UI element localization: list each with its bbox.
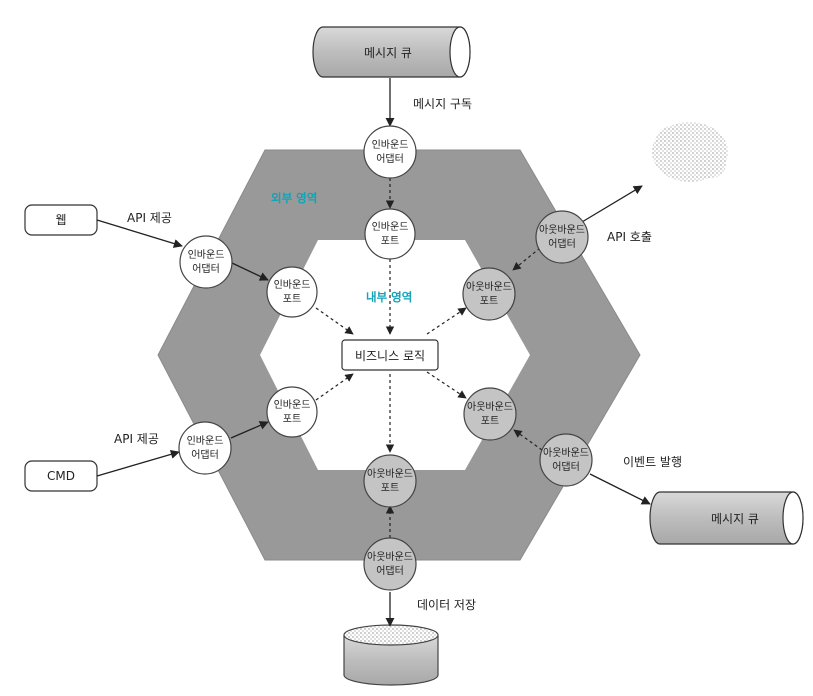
outbound-adapter-api-line1: 아웃바운드 — [539, 224, 585, 236]
outbound-adapter-db: 아웃바운드 어댑터 — [363, 537, 417, 591]
inbound-adapter-web-line2: 어댑터 — [192, 263, 220, 275]
inbound-port-left-top-line1: 인바운드 — [274, 279, 311, 291]
data-store-label: 데이터 저장 — [417, 598, 476, 612]
outbound-port-right-top-line1: 아웃바운드 — [466, 281, 512, 293]
outbound-port-bottom: 아웃바운드 포트 — [363, 454, 417, 508]
message-queue-bottom-label: 메시지 큐 — [711, 512, 759, 526]
arrow-cmd-adapter-to-port — [230, 421, 269, 439]
inbound-port-left-bottom: 인바운드 포트 — [266, 386, 318, 438]
api-provide-cmd-label: API 제공 — [114, 432, 159, 446]
inbound-port-left-top-line2: 포트 — [283, 294, 301, 305]
outbound-port-right-top-line2: 포트 — [480, 296, 498, 307]
inbound-adapter-cmd-line2: 어댑터 — [191, 449, 219, 461]
inbound-port-left-bottom-line1: 인바운드 — [274, 399, 311, 411]
inbound-adapter-top: 인바운드 어댑터 — [363, 125, 417, 179]
inbound-port-left-bottom-line2: 포트 — [283, 414, 301, 425]
web-client-box: 웹 — [24, 204, 98, 236]
api-provide-web-label: API 제공 — [127, 211, 172, 225]
inbound-port-top: 인바운드 포트 — [364, 208, 416, 260]
dash-core-to-outbound-port-right-bottom — [426, 371, 467, 399]
dash-inbound-port-left-bottom-to-core — [315, 373, 354, 401]
web-label: 웹 — [55, 213, 66, 227]
outbound-adapter-db-line2: 어댑터 — [376, 565, 404, 577]
api-call-label: API 호출 — [607, 230, 652, 244]
inbound-adapter-cmd-line1: 인바운드 — [187, 435, 224, 447]
arrow-cmd-to-inbound-adapter — [96, 449, 180, 477]
cmd-label: CMD — [47, 469, 75, 483]
outbound-adapter-api: 아웃바운드 어댑터 — [535, 210, 589, 264]
subscribe-label: 메시지 구독 — [413, 97, 472, 111]
inbound-port-top-line1: 인바운드 — [372, 221, 409, 233]
cmd-client-box: CMD — [24, 460, 98, 492]
outbound-adapter-db-line1: 아웃바운드 — [367, 551, 413, 563]
inbound-port-left-top: 인바운드 포트 — [266, 266, 318, 318]
dash-core-to-outbound-port-right-top — [426, 307, 467, 335]
outbound-port-right-bottom-line2: 포트 — [481, 416, 499, 427]
inner-region-label: 내부 영역 — [366, 290, 412, 304]
outbound-port-right-bottom: 아웃바운드 포트 — [463, 387, 517, 441]
inbound-adapter-web-line1: 인바운드 — [188, 249, 225, 261]
outer-region-label: 외부 영역 — [271, 191, 317, 205]
arrow-event-adapter-to-queue — [589, 473, 651, 505]
dash-inbound-port-left-top-to-core — [315, 307, 354, 335]
arrow-web-to-inbound-adapter — [96, 219, 183, 248]
message-queue-top-label: 메시지 큐 — [364, 46, 412, 60]
outbound-port-bottom-line2: 포트 — [381, 483, 399, 494]
cloud-icon — [652, 122, 728, 182]
inbound-adapter-cmd: 인바운드 어댑터 — [178, 421, 232, 475]
inbound-adapter-top-line2: 어댑터 — [376, 153, 404, 165]
outbound-adapter-event-line2: 어댑터 — [552, 461, 580, 473]
outbound-port-right-bottom-line1: 아웃바운드 — [467, 401, 513, 413]
business-logic-box: 비즈니스 로직 — [341, 339, 439, 371]
outbound-adapter-api-line2: 어댑터 — [548, 238, 576, 250]
business-logic-label: 비즈니스 로직 — [355, 349, 425, 363]
inbound-adapter-web: 인바운드 어댑터 — [179, 235, 233, 289]
message-queue-top: 메시지 큐 — [312, 26, 471, 78]
arrow-web-adapter-to-port — [231, 262, 269, 281]
inbound-port-top-line2: 포트 — [381, 236, 399, 247]
outbound-port-bottom-line1: 아웃바운드 — [367, 468, 413, 480]
message-queue-bottom: 메시지 큐 — [649, 491, 804, 545]
arrow-outbound-adapter-to-cloud — [581, 185, 643, 223]
outbound-adapter-event: 아웃바운드 어댑터 — [539, 433, 593, 487]
outbound-port-right-top: 아웃바운드 포트 — [462, 267, 516, 321]
event-publish-label: 이벤트 발행 — [623, 454, 682, 469]
database-icon — [343, 624, 439, 686]
outbound-adapter-event-line1: 아웃바운드 — [543, 447, 589, 459]
inbound-adapter-top-line1: 인바운드 — [372, 139, 409, 151]
